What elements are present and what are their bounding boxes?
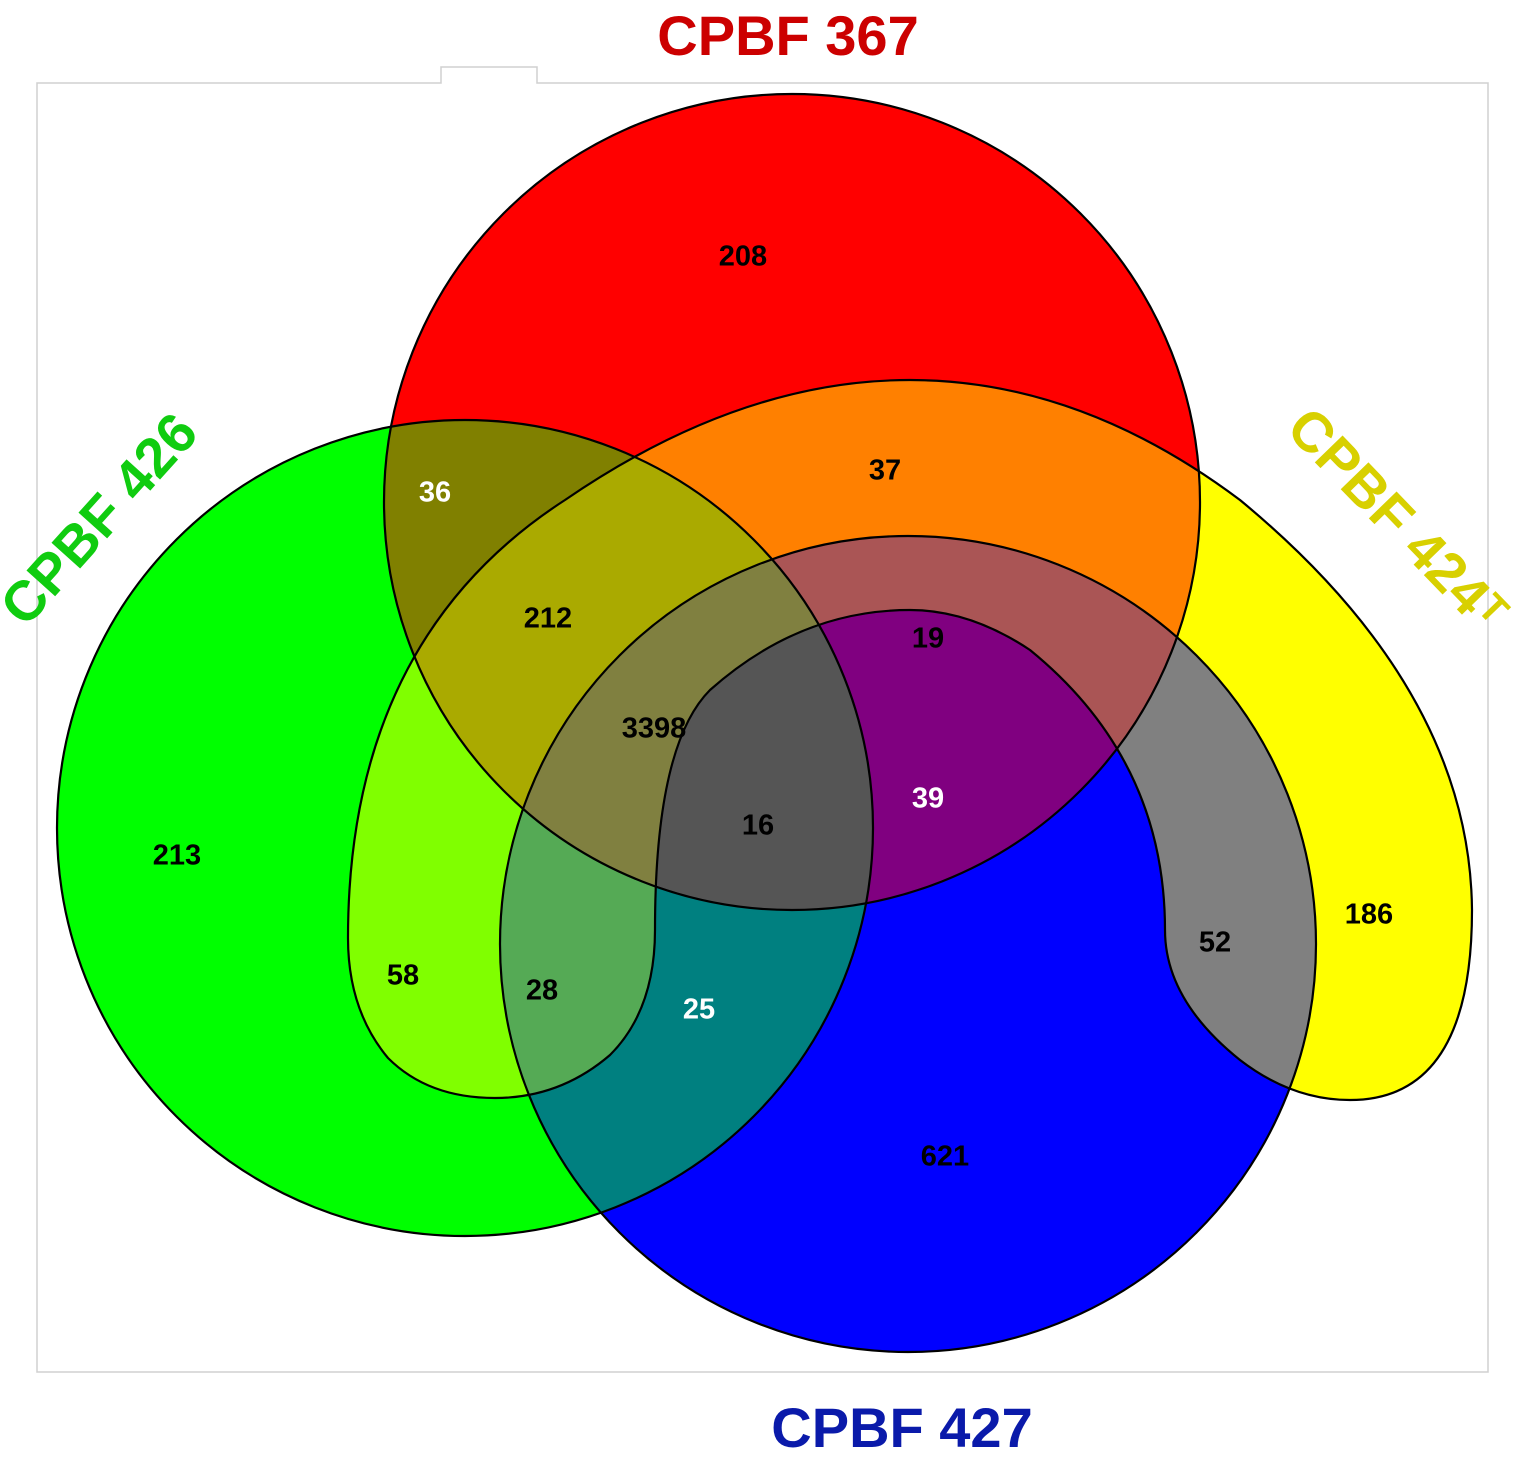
count-367-424-427: 19: [912, 623, 944, 655]
count-424-427: 52: [1199, 927, 1231, 959]
count-367-424: 37: [869, 455, 901, 487]
count-only-367: 208: [719, 241, 767, 273]
set-right-outline: [346, 378, 1474, 1102]
count-426-424: 58: [387, 960, 419, 992]
count-367-426: 36: [419, 477, 451, 509]
count-426-424-367: 212: [524, 603, 572, 635]
set-top-outline: [382, 92, 1202, 912]
set-bottom-outline: [498, 534, 1318, 1354]
set-left-outline: [55, 418, 875, 1238]
diagram-frame: [36, 66, 1489, 1373]
count-367-427: 39: [912, 783, 944, 815]
count-all-four: 3398: [622, 713, 687, 745]
set-label-bottom: CPBF 427: [771, 1396, 1032, 1459]
count-only-424: 186: [1345, 899, 1393, 931]
count-426-367-427: 16: [742, 810, 774, 842]
count-426-424-427: 28: [526, 975, 558, 1007]
set-label-top: CPBF 367: [657, 4, 918, 67]
count-426-427: 25: [683, 994, 715, 1026]
count-only-427: 621: [921, 1141, 969, 1173]
count-only-426: 213: [153, 840, 201, 872]
